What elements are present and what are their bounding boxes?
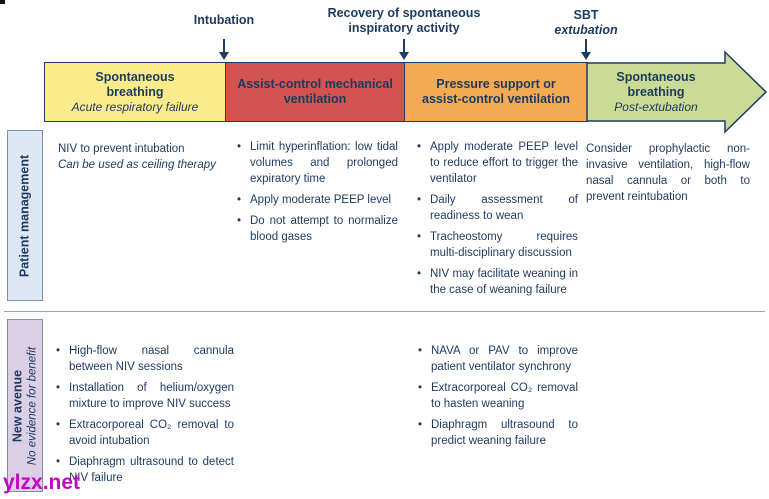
list-item: High-flow nasal cannula between NIV sess… [56,343,234,375]
sidebar-label-text: New avenue [10,369,25,442]
management-col-niv: NIV to prevent intubation Can be used as… [58,141,226,173]
list-item: Apply moderate PEEP level to reduce effo… [417,139,578,187]
sidebar-patient-management: Patient management [7,130,43,301]
phase-spontaneous-breathing-1: Spontaneous breathing Acute respiratory … [44,62,226,122]
bullet-text: Apply moderate PEEP level to reduce effo… [430,141,578,185]
list-item: NAVA or PAV to improve patient ventilato… [418,343,578,375]
event-label-sbt-text: SBT [573,8,599,22]
watermark: ylzx.net [3,471,80,495]
list-item: Apply moderate PEEP level [237,192,398,208]
list-item: Tracheostomy requires multi-disciplinary… [417,229,578,261]
arrow-head [218,52,229,60]
event-label-extubation-text: extubation [554,23,618,37]
arrow-stem [585,39,587,53]
bullet-text: Diaphragm ultrasound to predict weaning … [431,419,578,447]
phase-title: breathing [627,84,685,99]
list-item: Extracorporeal CO₂ removal to avoid intu… [56,417,234,449]
event-label-text: Intubation [193,13,255,27]
watermark-text: ylzx.net [3,471,81,494]
event-label-intubation: Intubation [149,13,299,28]
list-item: Daily assessment of readiness to wean [417,192,578,224]
management-col-pressure-support: Apply moderate PEEP level to reduce effo… [417,139,578,303]
phase-title: Assist-control mechanical [237,77,393,91]
sidebar-new-avenue: New avenue No evidence for benefit [7,319,43,492]
bullet-text: NIV may facilitate weaning in the case o… [430,268,578,296]
phase-title: breathing [106,84,164,99]
bullet-text: Tracheostomy requires multi-disciplinary… [430,231,578,259]
management-col-post-extubation: Consider prophylactic non-invasive venti… [586,141,750,205]
list-item: Installation of helium/oxygen mixture to… [56,380,234,412]
col-text: Consider prophylactic non-invasive venti… [586,143,750,203]
list-item: Limit hyperinflation: low tidal volumes … [237,139,398,187]
phase-subtitle: Acute respiratory failure [71,99,199,114]
bullet-text: Extracorporeal CO₂ removal to avoid intu… [69,419,234,447]
sidebar-sublabel-text: No evidence for benefit [26,346,39,465]
arrow-head [580,52,591,60]
col-text-line2: Can be used as ceiling therapy [58,159,216,171]
green-arrow-polygon [586,50,768,134]
bullet-text: High-flow nasal cannula between NIV sess… [69,345,234,373]
list-item: Extracorporeal CO₂ removal to hasten wea… [418,380,578,412]
phase-arrow-shape [586,50,768,134]
list-item: Do not attempt to normalize blood gases [237,213,398,245]
sidebar-label: New avenue No evidence for benefit [11,346,40,464]
phase-title: Spontaneous [95,69,175,84]
list-item: NIV may facilitate weaning in the case o… [417,266,578,298]
col-text-line1: NIV to prevent intubation [58,143,185,155]
phase-title: Pressure support or [436,77,556,91]
list-item: Diaphragm ultrasound to predict weaning … [418,417,578,449]
event-label-sbt: SBT extubation [511,8,661,38]
section-divider [4,311,765,312]
bullet-text: Installation of helium/oxygen mixture to… [69,382,234,410]
bullet-text: Limit hyperinflation: low tidal volumes … [250,141,398,185]
event-label-recovery: Recovery of spontaneous inspiratory acti… [304,6,504,36]
arrow-stem [403,39,405,53]
phase-assist-control: Assist-control mechanical ventilation [224,62,406,122]
phase-pressure-support: Pressure support or assist-control venti… [404,62,588,122]
event-label-line2: inspiratory activity [348,21,460,35]
phase-title: assist-control ventilation [422,92,570,106]
arrow-head [398,52,409,60]
bullet-text: Daily assessment of readiness to wean [430,194,578,222]
new-avenue-col-niv: High-flow nasal cannula between NIV sess… [56,343,234,491]
arrow-stem [223,39,225,53]
bullet-text: Apply moderate PEEP level [250,194,392,206]
phase-subtitle: Post-extubation [614,99,698,114]
bullet-text: Diaphragm ultrasound to detect NIV failu… [69,456,234,484]
phase-title: Spontaneous [616,69,696,84]
bullet-text: Do not attempt to normalize blood gases [250,215,398,243]
sidebar-label-text: Patient management [17,154,32,277]
management-col-assist-control: Limit hyperinflation: low tidal volumes … [237,139,398,250]
sidebar-label: Patient management [18,154,33,276]
corner-mark [0,0,5,4]
phase-title: ventilation [283,92,347,106]
bullet-text: NAVA or PAV to improve patient ventilato… [431,345,578,373]
phase-spontaneous-breathing-2: Spontaneous breathing Post-extubation [587,62,725,122]
bullet-text: Extracorporeal CO₂ removal to hasten wea… [431,382,578,410]
list-item: Diaphragm ultrasound to detect NIV failu… [56,454,234,486]
new-avenue-col-weaning: NAVA or PAV to improve patient ventilato… [418,343,578,454]
event-label-line1: Recovery of spontaneous [327,6,481,20]
